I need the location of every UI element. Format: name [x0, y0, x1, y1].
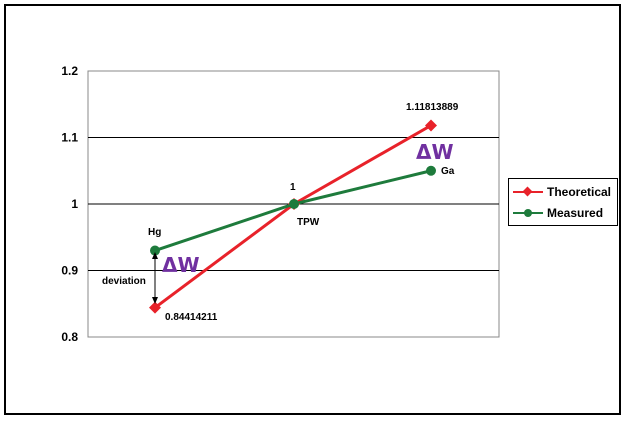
legend-circle-icon: [524, 209, 532, 217]
legend-label-measured: Measured: [547, 206, 604, 220]
point-measured-tpw: [289, 199, 299, 209]
y-tick-label: 1: [71, 197, 78, 211]
label-deviation: deviation: [102, 276, 146, 287]
label-ga: Ga: [441, 166, 455, 177]
label-top-value: 1.11813889: [406, 102, 459, 113]
point-theoretical-hg: [149, 301, 161, 314]
y-tick-label: 0.9: [61, 264, 78, 278]
label-one: 1: [290, 182, 296, 193]
point-measured-ga: [426, 165, 436, 176]
legend: Theoretical Measured: [508, 178, 618, 226]
point-theoretical-ga: [425, 119, 437, 132]
y-tick-label: 1.1: [61, 131, 78, 145]
label-bottom-value: 0.84414211: [165, 312, 218, 323]
label-tpw: TPW: [297, 217, 320, 228]
y-tick-label: 1.2: [61, 64, 78, 78]
legend-item-theoretical: Theoretical: [509, 182, 617, 202]
y-tick-label: 0.8: [61, 330, 78, 344]
legend-label-theoretical: Theoretical: [547, 185, 612, 199]
delta-w-right: ΔW: [416, 140, 454, 164]
series-markers: [149, 119, 437, 314]
label-hg: Hg: [148, 227, 161, 238]
y-axis-ticks: 0.8 0.9 1 1.1 1.2: [61, 64, 78, 344]
delta-w-left: ΔW: [162, 253, 200, 277]
deviation-arrow: [152, 252, 158, 304]
legend-diamond-icon: [522, 186, 533, 197]
legend-item-measured: Measured: [509, 203, 617, 223]
point-measured-hg: [150, 245, 160, 256]
